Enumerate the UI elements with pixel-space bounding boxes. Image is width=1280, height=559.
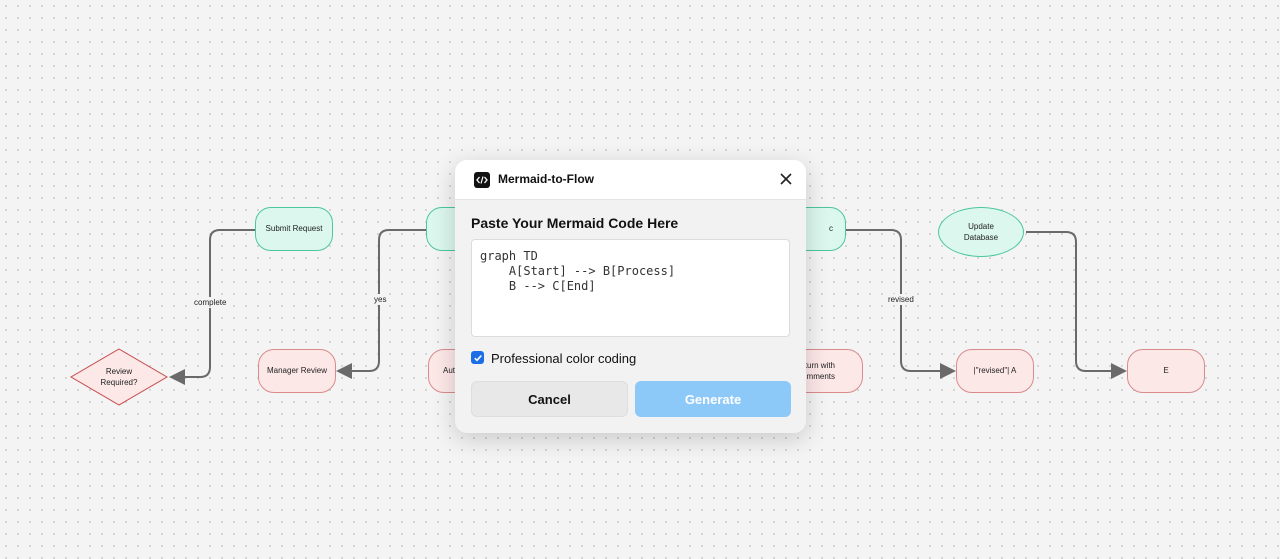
return-comments-line2: mments (806, 372, 835, 381)
node-revised-a[interactable]: |"revised"| A (956, 349, 1034, 393)
dialog-header: Mermaid-to-Flow (455, 160, 806, 200)
code-section-heading: Paste Your Mermaid Code Here (471, 215, 679, 231)
node-review-required[interactable]: Review Required? (100, 367, 138, 388)
edge-label-yes: yes (372, 294, 389, 305)
node-e[interactable]: E (1127, 349, 1205, 393)
node-submit-request[interactable]: Submit Request (255, 207, 333, 251)
color-coding-checkbox[interactable] (471, 351, 484, 364)
close-icon[interactable] (779, 172, 793, 186)
color-coding-label[interactable]: Professional color coding (491, 351, 637, 366)
cancel-button[interactable]: Cancel (471, 381, 628, 417)
node-manager-review[interactable]: Manager Review (258, 349, 336, 393)
node-update-database[interactable]: Update Database (938, 207, 1024, 257)
mermaid-dialog: Mermaid-to-Flow Paste Your Mermaid Code … (455, 160, 806, 433)
dialog-title: Mermaid-to-Flow (498, 172, 594, 186)
code-icon (474, 172, 490, 188)
return-comments-line1: turn with (804, 360, 835, 370)
edge-update-e (1026, 231, 1127, 379)
generate-button[interactable]: Generate (635, 381, 791, 417)
edge-label-complete: complete (192, 297, 229, 308)
edge-label-revised: revised (886, 294, 916, 305)
mermaid-code-input[interactable] (471, 239, 790, 337)
review-required-diamond (70, 348, 168, 406)
